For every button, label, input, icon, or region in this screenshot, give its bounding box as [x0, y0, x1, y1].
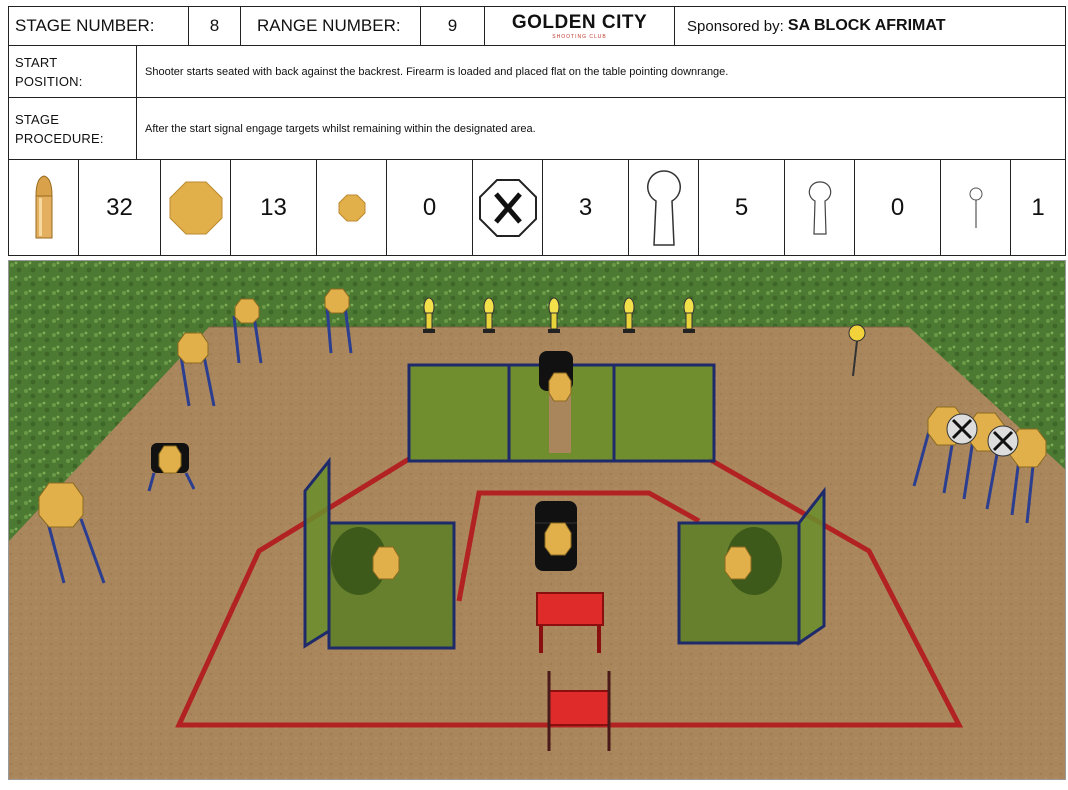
large-octagon-plate-icon	[161, 160, 231, 255]
start-position-text: Shooter starts seated with back against …	[137, 46, 1065, 97]
large-poppers-count: 5	[699, 160, 785, 255]
stage-procedure-row: STAGE PROCEDURE: After the start signal …	[8, 98, 1066, 160]
header-row: STAGE NUMBER: 8 RANGE NUMBER: 9 GOLDEN C…	[8, 6, 1066, 46]
stage-illustration	[8, 260, 1066, 780]
club-logo: GOLDEN CITY SHOOTING CLUB	[485, 7, 675, 45]
rounds-count: 32	[79, 160, 161, 255]
large-plates-count: 13	[231, 160, 317, 255]
start-position-label: START POSITION:	[9, 46, 137, 97]
center-barrel-target	[535, 501, 577, 571]
large-popper-icon	[629, 160, 699, 255]
club-logo-title: GOLDEN CITY	[512, 12, 647, 34]
target-count-row: 32 13 0 3 5	[8, 160, 1066, 256]
range-number-value: 9	[421, 7, 485, 45]
stage-briefing-sheet: STAGE NUMBER: 8 RANGE NUMBER: 9 GOLDEN C…	[8, 6, 1066, 786]
stage-number-label: STAGE NUMBER:	[9, 7, 189, 45]
sponsor-name: SA BLOCK AFRIMAT	[788, 17, 946, 35]
sponsor-prefix: Sponsored by:	[687, 18, 784, 35]
medium-popper-icon	[785, 160, 855, 255]
mini-popper-icon	[941, 160, 1011, 255]
small-plates-count: 0	[387, 160, 473, 255]
start-position-label-line1: START	[15, 53, 57, 72]
start-position-row: START POSITION: Shooter starts seated wi…	[8, 46, 1066, 98]
range-number-label: RANGE NUMBER:	[241, 7, 421, 45]
club-logo-subtitle: SHOOTING CLUB	[552, 34, 606, 40]
start-position-label-line2: POSITION:	[15, 72, 83, 91]
back-berm	[209, 261, 909, 327]
no-shoot-icon	[473, 160, 543, 255]
medium-poppers-count: 0	[855, 160, 941, 255]
back-wall	[409, 351, 714, 461]
bullet-icon	[9, 160, 79, 255]
stage-number-value: 8	[189, 7, 241, 45]
no-shoots-count: 3	[543, 160, 629, 255]
stage-procedure-text: After the start signal engage targets wh…	[137, 98, 1065, 159]
right-no-shoot-1	[947, 414, 977, 444]
mini-poppers-count: 1	[1011, 160, 1065, 255]
right-no-shoot-2	[988, 426, 1018, 456]
small-octagon-plate-icon	[317, 160, 387, 255]
sponsor: Sponsored by: SA BLOCK AFRIMAT	[675, 7, 1065, 45]
stage-procedure-label-line2: PROCEDURE:	[15, 129, 104, 148]
stage-procedure-label: STAGE PROCEDURE:	[9, 98, 137, 159]
stage-procedure-label-line1: STAGE	[15, 110, 59, 129]
